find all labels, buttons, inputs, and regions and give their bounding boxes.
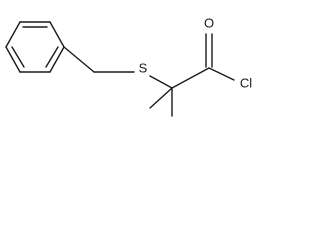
ring-bond-1 <box>5 21 21 48</box>
oxygen-atom-label: O <box>204 15 214 30</box>
structure-drawing: S O Cl <box>5 15 252 117</box>
sulfur-atom-label: S <box>139 60 148 75</box>
ring-double-bond-inner-3 <box>11 46 25 68</box>
bond-carbonyl-to-chlorine <box>208 67 235 81</box>
bond-sulfur-to-quaternary-carbon <box>149 75 173 89</box>
bond-methyl-left <box>149 87 173 109</box>
ring-double-bond-inner-2 <box>45 46 59 68</box>
bond-quaternary-to-carbonyl <box>171 67 210 89</box>
chlorine-atom-label: Cl <box>240 75 252 90</box>
chemical-structure: S O Cl <box>0 0 258 122</box>
bond-ring-to-methylene <box>63 46 95 73</box>
benzene-ring <box>5 21 65 73</box>
ring-bond-4 <box>49 46 65 73</box>
ring-bond-3 <box>49 21 65 48</box>
ring-bond-6 <box>5 46 21 73</box>
